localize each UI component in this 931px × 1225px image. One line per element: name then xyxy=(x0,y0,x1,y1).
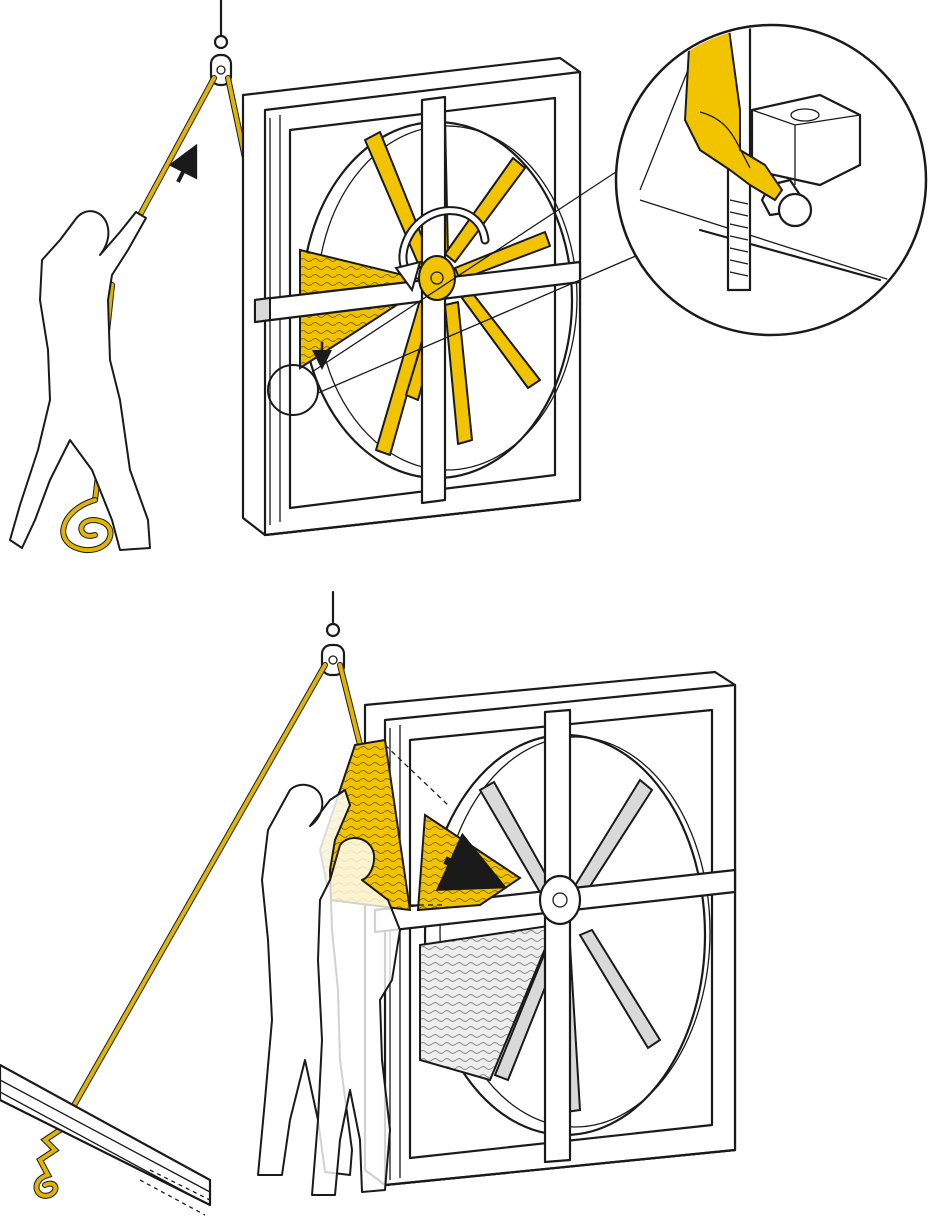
bottom-panel xyxy=(0,592,735,1215)
worker-pulling-rope xyxy=(10,211,150,550)
bottom-wheel-assembly xyxy=(365,672,735,1185)
pull-up-arrow-icon xyxy=(178,158,190,182)
detail-magnifier xyxy=(616,0,926,335)
top-wheel-assembly xyxy=(243,58,580,535)
top-pulley xyxy=(211,0,231,85)
floor-anchor-beam xyxy=(0,1065,210,1215)
top-panel xyxy=(10,0,926,550)
